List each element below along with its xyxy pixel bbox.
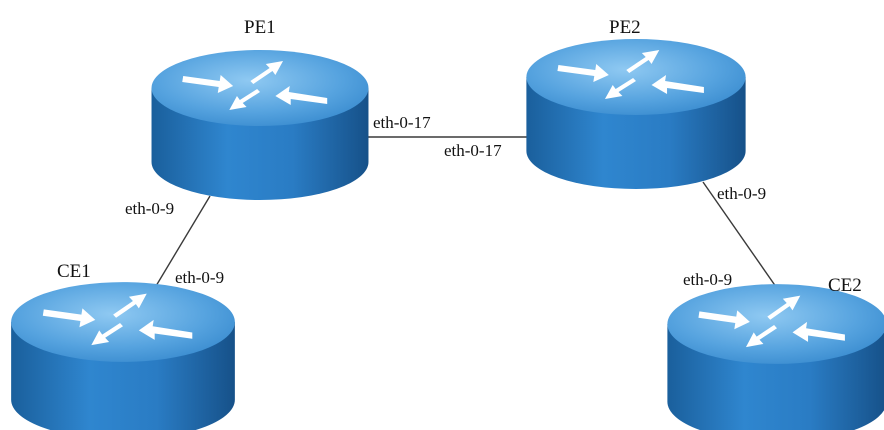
port-label-pe2-eth-0-17: eth-0-17: [444, 141, 502, 160]
router-name-ce1: CE1: [57, 261, 91, 282]
router-icon: [11, 282, 235, 430]
port-label-pe1-eth-0-17: eth-0-17: [373, 113, 431, 132]
router-name-pe2: PE2: [609, 17, 641, 38]
router-icon: [667, 284, 884, 430]
link-pe1-ce1: [149, 195, 211, 297]
router-icon: [526, 39, 746, 189]
router-pe2[interactable]: [526, 39, 746, 189]
port-label-pe2-eth-0-9: eth-0-9: [717, 184, 766, 203]
router-name-ce2: CE2: [828, 275, 862, 296]
router-ce1[interactable]: [11, 282, 235, 430]
router-ce2[interactable]: [667, 284, 884, 430]
link-pe2-ce2: [702, 181, 782, 295]
port-label-pe1-eth-0-9: eth-0-9: [125, 199, 174, 218]
router-name-pe1: PE1: [244, 17, 276, 38]
port-label-ce1-eth-0-9: eth-0-9: [175, 268, 224, 287]
port-label-ce2-eth-0-9: eth-0-9: [683, 270, 732, 289]
router-icon: [151, 50, 369, 200]
router-pe1[interactable]: [151, 50, 369, 200]
